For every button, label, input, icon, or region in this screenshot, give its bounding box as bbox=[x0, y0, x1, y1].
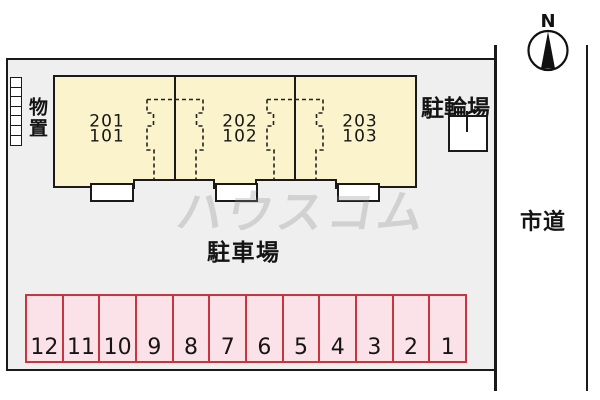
stall-number: 11 bbox=[67, 335, 95, 360]
parking-stall: 3 bbox=[357, 296, 394, 361]
parking-stall: 4 bbox=[320, 296, 358, 361]
parking-stall: 1 bbox=[430, 296, 466, 361]
parking-stall: 6 bbox=[247, 296, 284, 361]
stall-number: 5 bbox=[294, 335, 309, 360]
stall-number: 9 bbox=[147, 335, 162, 360]
unit-202: 202 bbox=[222, 111, 258, 132]
unit-201: 201 bbox=[89, 111, 125, 132]
stall-number: 3 bbox=[367, 335, 382, 360]
entrance-alcove-1 bbox=[133, 179, 215, 189]
stall-number: 8 bbox=[184, 335, 199, 360]
road-line-inner bbox=[494, 45, 497, 391]
unit-103: 103 bbox=[342, 126, 378, 146]
parking-stall: 8 bbox=[173, 296, 211, 361]
stall-number: 2 bbox=[404, 335, 419, 360]
unit-102: 102 bbox=[222, 126, 258, 146]
stall-number: 12 bbox=[30, 335, 59, 360]
parking-lot-label: 駐車場 bbox=[207, 240, 281, 266]
unit-divider-2 bbox=[294, 75, 296, 188]
parking-stall: 12 bbox=[27, 296, 64, 361]
porch-unit-2 bbox=[215, 183, 258, 202]
stall-number: 1 bbox=[440, 335, 455, 360]
parking-stall-row: 12 11 10 9 8 7 6 5 4 3 2 1 bbox=[25, 294, 467, 363]
bicycle-parking-leader-line bbox=[466, 111, 468, 132]
building-outline bbox=[53, 75, 417, 188]
storage-lockers bbox=[10, 77, 22, 146]
stall-number: 10 bbox=[103, 335, 132, 360]
unit-101: 101 bbox=[89, 126, 125, 146]
stall-number: 6 bbox=[257, 335, 272, 360]
entrance-alcove-2 bbox=[255, 179, 337, 189]
compass-n-letter: N bbox=[540, 11, 555, 32]
city-road-label: 市道 bbox=[520, 210, 567, 235]
parking-stall: 2 bbox=[393, 296, 431, 361]
parking-stall: 7 bbox=[210, 296, 248, 361]
parking-stall: 9 bbox=[137, 296, 174, 361]
unit-label-201-101: 201 101 bbox=[89, 111, 125, 146]
parking-stall: 11 bbox=[63, 296, 101, 361]
storage-locker-cell bbox=[10, 134, 22, 146]
unit-203: 203 bbox=[342, 111, 378, 132]
unit-divider-1 bbox=[174, 75, 176, 188]
parking-stall: 10 bbox=[100, 296, 138, 361]
bicycle-parking-area bbox=[448, 115, 488, 152]
storage-label: 物置 bbox=[26, 97, 48, 139]
unit-label-202-102: 202 102 bbox=[222, 111, 258, 146]
stall-number: 7 bbox=[220, 335, 235, 360]
unit-label-203-103: 203 103 bbox=[342, 111, 378, 146]
stall-number: 4 bbox=[330, 335, 345, 360]
porch-unit-1 bbox=[90, 183, 134, 202]
porch-unit-3 bbox=[337, 183, 380, 202]
compass-north-icon: N bbox=[527, 11, 569, 72]
parking-stall: 5 bbox=[283, 296, 321, 361]
road-line-outer bbox=[585, 45, 588, 391]
